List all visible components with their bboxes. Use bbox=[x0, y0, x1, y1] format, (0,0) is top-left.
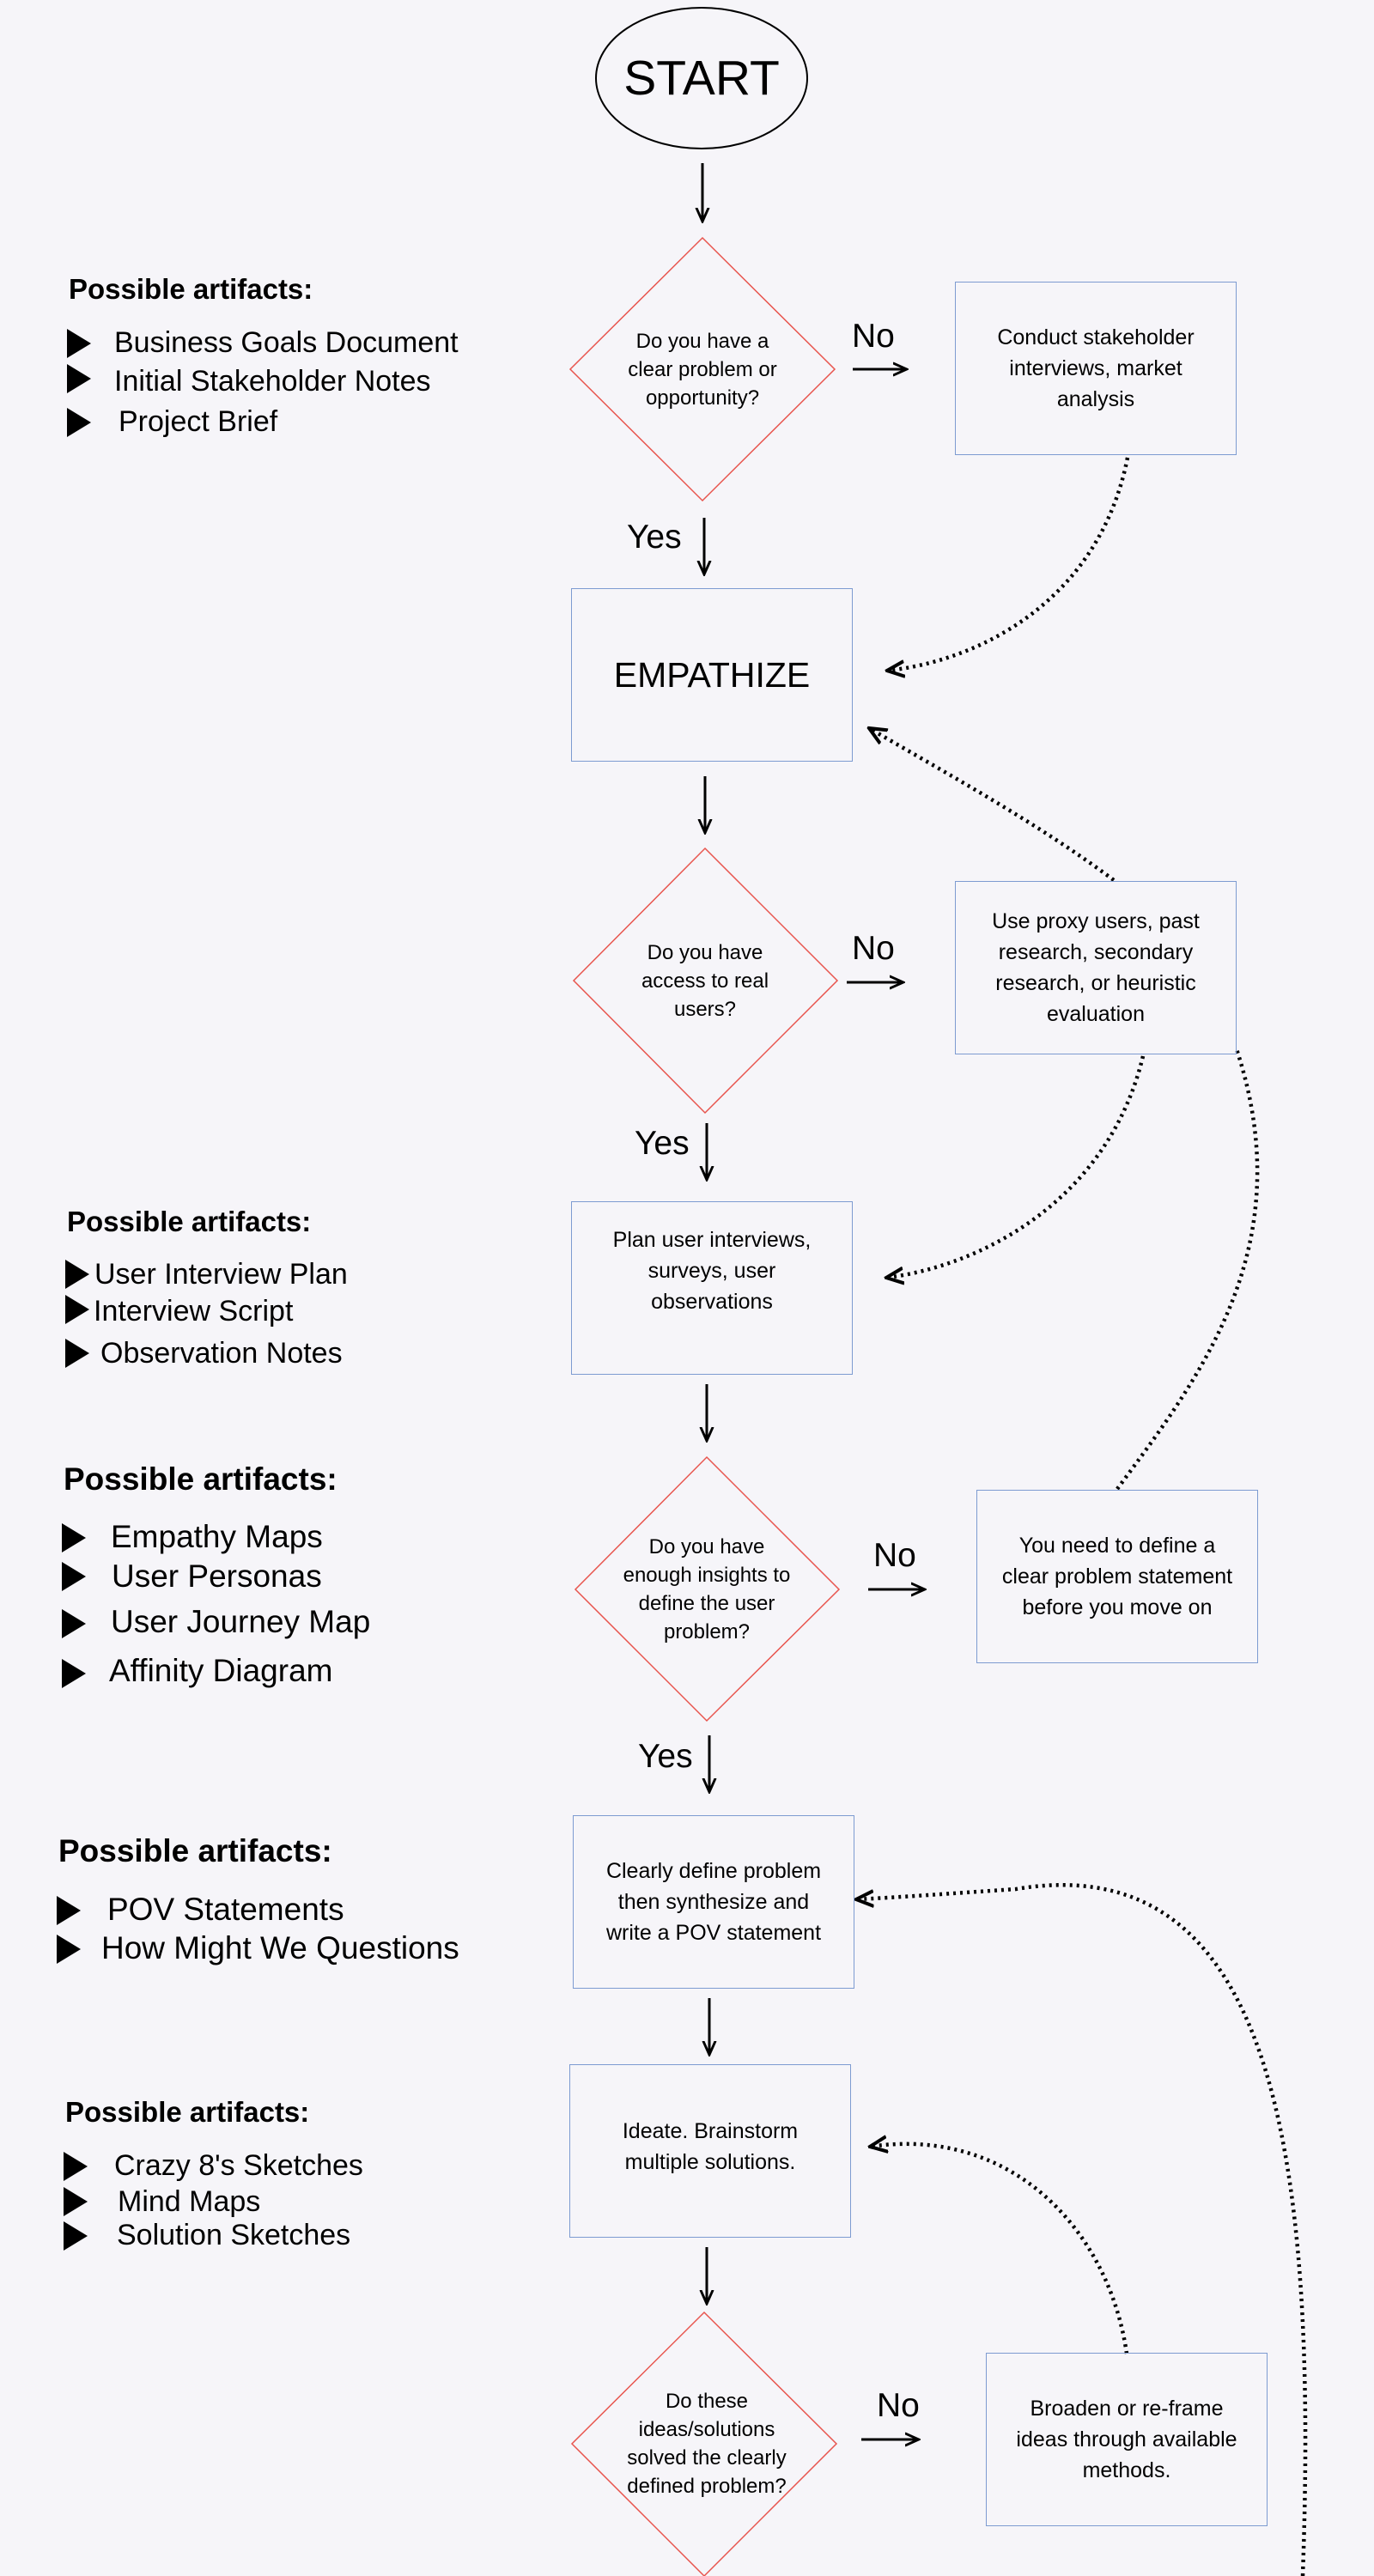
bullet-arrow-icon bbox=[67, 329, 91, 358]
step-empathize: EMPATHIZE bbox=[571, 588, 853, 762]
artifacts-title: Possible artifacts: bbox=[69, 273, 313, 305]
decision-label-insights: Do you have enough insights to define th… bbox=[623, 1535, 791, 1643]
decision-diamond-problem bbox=[568, 236, 836, 502]
alt-reframe-ideas: Broaden or re-frame ideas through availa… bbox=[986, 2353, 1268, 2526]
decision-label-problem: Do you have a clear problem or opportuni… bbox=[628, 329, 777, 410]
bullet-arrow-icon bbox=[65, 1339, 89, 1368]
dotted-define-first-to-proxy bbox=[1116, 1048, 1260, 1491]
bullet-arrow-icon bbox=[62, 1609, 86, 1638]
bullet-arrow-icon bbox=[62, 1659, 86, 1688]
artifact-item: Affinity Diagram bbox=[109, 1653, 333, 1688]
bullet-arrow-icon bbox=[64, 2221, 88, 2251]
bullet-arrow-icon bbox=[64, 2152, 88, 2181]
dotted-bottom-to-define bbox=[856, 1883, 1308, 2576]
start-node bbox=[595, 7, 808, 149]
bullet-arrow-icon bbox=[57, 1935, 81, 1964]
no-label-problem: No bbox=[852, 318, 895, 355]
dotted-proxy-to-plan bbox=[886, 1055, 1146, 1278]
bullet-arrow-icon bbox=[62, 1523, 86, 1552]
decision-diamond-users bbox=[572, 847, 839, 1115]
alt-proxy-users: Use proxy users, past research, secondar… bbox=[955, 881, 1237, 1054]
yes-label-problem: Yes bbox=[627, 519, 682, 556]
artifact-item: POV Statements bbox=[107, 1892, 344, 1927]
artifact-item: How Might We Questions bbox=[101, 1930, 459, 1965]
decision-diamond-solutions bbox=[570, 2311, 838, 2576]
artifact-item: Business Goals Document bbox=[114, 326, 459, 359]
artifact-item: Project Brief bbox=[119, 405, 278, 438]
no-label-users: No bbox=[852, 930, 895, 967]
artifact-item: User Interview Plan bbox=[94, 1258, 348, 1291]
bullet-arrow-icon bbox=[64, 2187, 88, 2216]
bullet-arrow-icon bbox=[67, 364, 91, 393]
artifact-item: Mind Maps bbox=[118, 2185, 261, 2218]
decision-label-users: Do you have access to real users? bbox=[641, 940, 769, 1021]
artifact-item: Crazy 8's Sketches bbox=[114, 2149, 363, 2182]
artifacts-title: Possible artifacts: bbox=[58, 1833, 332, 1868]
artifact-item: Observation Notes bbox=[100, 1337, 343, 1370]
no-label-solutions: No bbox=[877, 2387, 920, 2424]
alt-define-first: You need to define a clear problem state… bbox=[976, 1490, 1258, 1663]
step-plan-research: Plan user interviews, surveys, user obse… bbox=[571, 1201, 853, 1375]
artifact-item: Empathy Maps bbox=[111, 1519, 323, 1554]
artifacts-title: Possible artifacts: bbox=[67, 1206, 312, 1237]
decision-diamond-insights bbox=[574, 1455, 841, 1722]
alt-stakeholder-research: Conduct stakeholder interviews, market a… bbox=[955, 282, 1237, 455]
bullet-arrow-icon bbox=[65, 1260, 89, 1289]
bullet-arrow-icon bbox=[65, 1295, 89, 1324]
dotted-stakeholder-to-empathize bbox=[887, 457, 1130, 671]
artifact-item: User Journey Map bbox=[111, 1604, 371, 1639]
decision-label-solutions: Do these ideas/solutions solved the clea… bbox=[627, 2390, 787, 2498]
no-label-insights: No bbox=[873, 1537, 916, 1574]
bullet-arrow-icon bbox=[62, 1562, 86, 1591]
step-ideate: Ideate. Brainstorm multiple solutions. bbox=[569, 2064, 851, 2238]
artifacts-title: Possible artifacts: bbox=[64, 1461, 337, 1497]
yes-label-insights: Yes bbox=[638, 1738, 693, 1775]
start-label: START bbox=[623, 51, 780, 106]
artifacts-title: Possible artifacts: bbox=[65, 2096, 310, 2128]
dotted-proxy-to-empathize bbox=[869, 728, 1116, 882]
artifact-item: Solution Sketches bbox=[117, 2219, 351, 2251]
artifact-item: User Personas bbox=[112, 1558, 322, 1594]
artifact-item: Interview Script bbox=[94, 1295, 294, 1327]
bullet-arrow-icon bbox=[57, 1896, 81, 1925]
yes-label-users: Yes bbox=[635, 1125, 690, 1162]
dotted-reframe-to-ideate bbox=[870, 2144, 1129, 2354]
step-define-pov: Clearly define problem then synthesize a… bbox=[573, 1815, 854, 1989]
bullet-arrow-icon bbox=[67, 408, 91, 437]
artifact-item: Initial Stakeholder Notes bbox=[114, 365, 431, 398]
